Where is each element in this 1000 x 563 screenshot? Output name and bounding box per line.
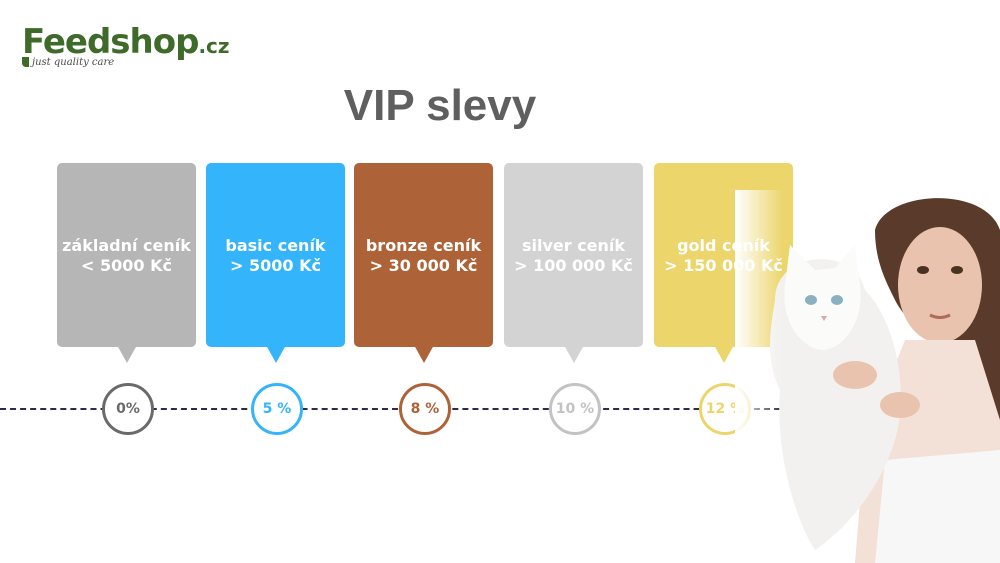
tier-label: silver ceník > 100 000 Kč xyxy=(504,236,643,276)
tier-pointer xyxy=(266,345,286,363)
discount-value: 8 % xyxy=(410,401,440,417)
page-title: VIP slevy xyxy=(343,81,537,130)
discount-value: 10 % xyxy=(555,401,595,417)
tier-pointer xyxy=(564,345,584,363)
discount-ring-bronze: 8 % xyxy=(399,383,451,435)
tier-label: základní ceník < 5000 Kč xyxy=(57,236,196,276)
logo-tagline: just quality care xyxy=(32,57,115,68)
discount-ring-silver: 10 % xyxy=(549,383,601,435)
logo-wordmark: Feedshop.cz xyxy=(22,24,230,64)
discount-value: 0% xyxy=(116,401,140,417)
tier-card-silver: silver ceník > 100 000 Kč xyxy=(504,163,643,363)
logo-brand: Feedshop xyxy=(22,22,199,62)
logo-tld: .cz xyxy=(198,34,230,58)
tier-threshold: > 30 000 Kč xyxy=(369,256,478,275)
tier-label: bronze ceník > 30 000 Kč xyxy=(354,236,493,276)
tier-card-zakladni: základní ceník < 5000 Kč xyxy=(57,163,196,363)
tier-pointer xyxy=(714,345,734,363)
tier-name: bronze ceník xyxy=(365,236,482,255)
discount-value: 12 % xyxy=(705,401,745,417)
timeline-dashed-line xyxy=(0,408,780,410)
discount-ring-zakladni: 0% xyxy=(102,383,154,435)
tier-name: silver ceník xyxy=(521,236,626,255)
tier-pointer xyxy=(117,345,137,363)
feedshop-logo[interactable]: Feedshop.cz just quality care xyxy=(22,24,230,74)
tier-name: základní ceník xyxy=(62,236,191,255)
tier-card-basic: basic ceník > 5000 Kč xyxy=(206,163,345,363)
tier-threshold: > 100 000 Kč xyxy=(514,256,633,275)
tier-threshold: < 5000 Kč xyxy=(81,256,172,275)
tier-label: basic ceník > 5000 Kč xyxy=(206,236,345,276)
logo-leaf-icon xyxy=(22,57,29,67)
tier-pointer xyxy=(414,345,434,363)
tier-card-bronze: bronze ceník > 30 000 Kč xyxy=(354,163,493,363)
discount-value: 5 % xyxy=(262,401,292,417)
tier-threshold: > 5000 Kč xyxy=(230,256,321,275)
discount-ring-basic: 5 % xyxy=(251,383,303,435)
woman-with-cat-photo xyxy=(735,190,1000,563)
tier-name: basic ceník xyxy=(225,236,326,255)
